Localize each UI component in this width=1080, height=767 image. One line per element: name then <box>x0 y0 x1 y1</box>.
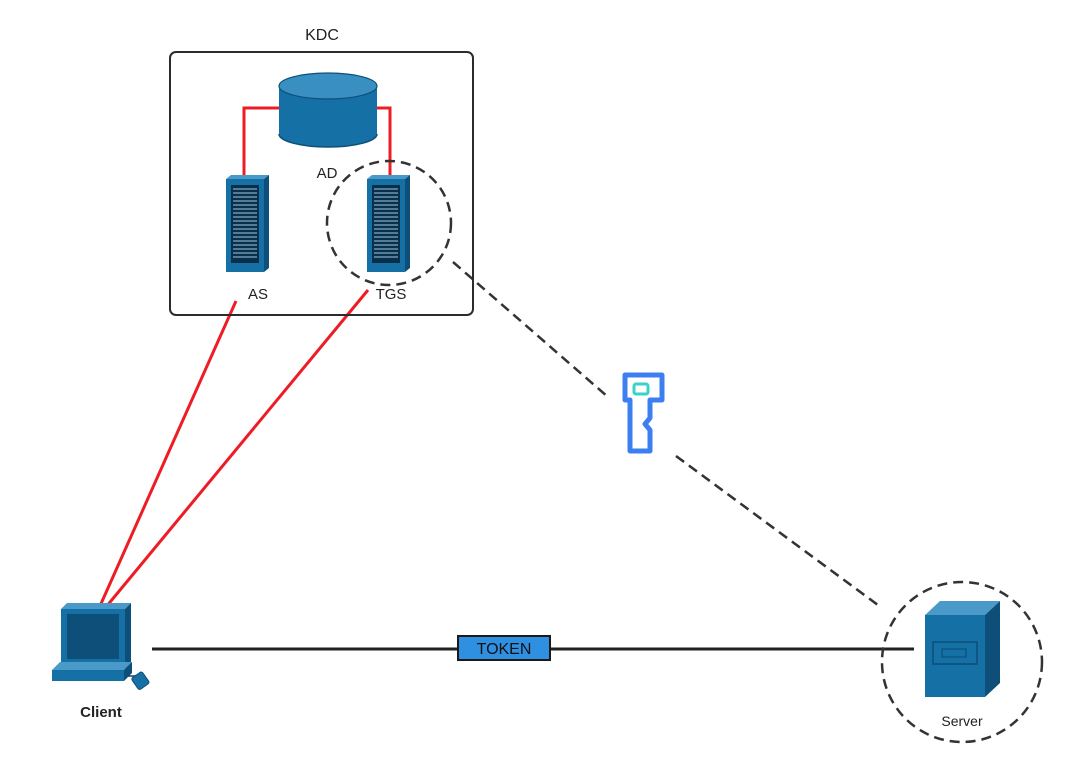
tower-server-icon <box>367 175 410 272</box>
tower-server-icon <box>226 175 269 272</box>
link-ad-tgs <box>377 106 392 178</box>
kdc-box <box>169 51 474 316</box>
desktop-computer-icon <box>52 603 150 690</box>
tgs-highlight-circle <box>325 159 453 287</box>
key-icon <box>622 372 665 454</box>
link-client-tgs <box>104 289 370 608</box>
tgs-label: TGS <box>376 286 407 303</box>
server-label: Server <box>941 713 983 729</box>
token-badge <box>457 635 551 661</box>
kdc-label: KDC <box>305 27 339 44</box>
link-as-ad <box>242 106 279 178</box>
token-label: TOKEN <box>477 641 532 658</box>
link-tgs-server-lower <box>675 454 883 610</box>
link-tgs-server-upper <box>452 261 609 398</box>
client-label: Client <box>80 704 122 721</box>
as-label: AS <box>248 286 268 303</box>
server-box-icon <box>925 601 1000 697</box>
server-highlight-circle <box>880 580 1044 744</box>
link-client-as <box>98 300 238 607</box>
ad-label: AD <box>317 165 338 182</box>
database-cylinder-icon <box>278 72 378 148</box>
